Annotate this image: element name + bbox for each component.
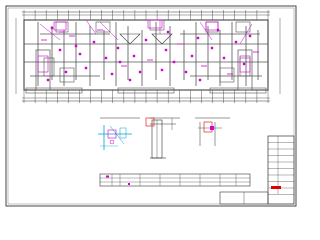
annotation-leader <box>39 23 61 41</box>
annotation-box <box>205 21 219 31</box>
annotation-dot <box>132 54 136 58</box>
annotation-dot <box>222 56 226 60</box>
detail-joint-1 <box>98 125 132 150</box>
detail-section-2 <box>145 117 176 159</box>
annotation-dot <box>144 38 148 42</box>
annotation-dot <box>160 68 164 72</box>
annotation-dot <box>46 78 50 82</box>
balcony-center <box>117 87 175 94</box>
annotation-dot <box>64 70 68 74</box>
sheet-border <box>5 5 297 207</box>
bay-right <box>237 49 253 91</box>
annotation-dot <box>164 48 168 52</box>
note-marker-2 <box>128 183 130 185</box>
annotation-leader <box>99 21 119 41</box>
annotation-dot <box>166 30 170 34</box>
detail-column-3 <box>198 121 222 146</box>
room-box <box>59 67 75 83</box>
stair-symbol-2 <box>151 33 173 45</box>
annotation-leader <box>199 21 213 41</box>
annotation-dot <box>242 62 246 66</box>
title-block <box>219 135 295 205</box>
annotation-dot <box>128 78 132 82</box>
bay-left <box>35 49 51 91</box>
building-outline <box>23 19 269 91</box>
annotation-dot <box>184 70 188 74</box>
balcony-left <box>25 87 83 94</box>
room-box <box>95 21 111 33</box>
revision-stamp <box>271 186 281 189</box>
annotation-dot <box>110 72 114 76</box>
annotation-dot <box>74 44 78 48</box>
axis-ticks-top <box>23 10 269 20</box>
annotation-dot <box>196 36 200 40</box>
annotation-dot <box>172 60 176 64</box>
annotation-dot <box>84 66 88 70</box>
balcony-right <box>209 87 267 94</box>
annotation-box <box>53 21 67 31</box>
annotation-marks <box>37 19 259 82</box>
annotation-dot <box>190 54 194 58</box>
note-marker <box>106 175 109 178</box>
annotation-dot <box>92 40 96 44</box>
room-box <box>239 57 251 77</box>
annotation-dot <box>210 46 214 50</box>
annotation-dot <box>234 40 238 44</box>
annotation-dot <box>118 60 122 64</box>
axis-ticks-bottom <box>23 90 269 103</box>
annotation-leader <box>85 19 97 35</box>
annotation-box <box>239 55 251 73</box>
stair-symbol-1 <box>119 33 141 45</box>
annotation-dot <box>58 48 62 52</box>
notes-table <box>99 173 251 187</box>
floor-plan <box>15 10 281 103</box>
drawing-sheet <box>5 5 297 207</box>
annotation-dot <box>78 52 82 56</box>
annotation-dot <box>138 70 142 74</box>
inner-border <box>7 7 295 205</box>
annotation-box <box>147 19 163 29</box>
annotation-dot <box>198 78 202 82</box>
annotation-dot <box>50 26 54 30</box>
room-box <box>43 57 55 77</box>
annotation-leader <box>239 23 253 45</box>
annotation-dot <box>248 34 252 38</box>
annotation-dot <box>104 56 108 60</box>
detail-drawings <box>98 117 230 159</box>
room-box <box>219 67 235 83</box>
annotation-dot <box>116 46 120 50</box>
annotation-box <box>37 55 49 73</box>
cad-drawing-viewer <box>5 5 297 207</box>
